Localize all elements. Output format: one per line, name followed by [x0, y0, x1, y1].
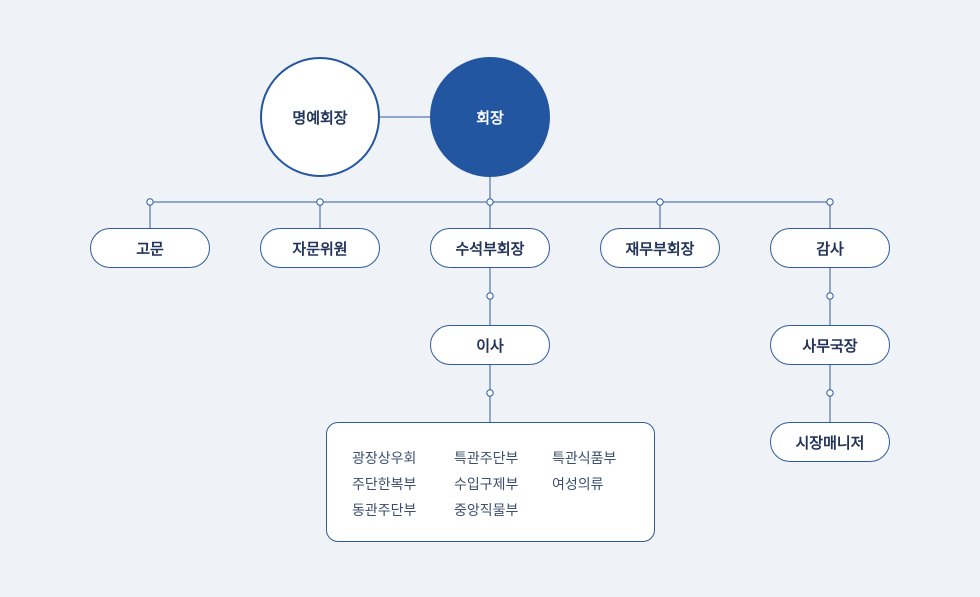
honorary-chairman-node: 명예회장 [260, 57, 380, 177]
junction-dot [656, 198, 664, 206]
chairman-node: 회장 [430, 57, 550, 177]
junction-dot [826, 389, 834, 397]
node-label: 이사 [476, 336, 504, 355]
advisor-node: 고문 [90, 228, 210, 268]
node-label: 시장매니저 [795, 433, 865, 452]
node-label: 사무국장 [802, 336, 858, 355]
auditor-node: 감사 [770, 228, 890, 268]
junction-dot [486, 198, 494, 206]
director-node: 이사 [430, 325, 550, 365]
departments-box: 광장상우회 특관주단부 특관식품부 주단한복부 수입구제부 여성의류 동관주단부… [326, 422, 655, 542]
node-label: 수석부회장 [455, 239, 525, 258]
advisory-committee-node: 자문위원 [260, 228, 380, 268]
department-label: 특관식품부 [552, 451, 617, 467]
junction-dot [826, 292, 834, 300]
department-label: 동관주단부 [352, 503, 417, 519]
junction-dot [826, 198, 834, 206]
finance-vice-chairman-node: 재무부회장 [600, 228, 720, 268]
junction-dot [486, 389, 494, 397]
node-label: 감사 [816, 239, 844, 258]
department-label: 주단한복부 [352, 477, 417, 493]
department-label: 특관주단부 [454, 451, 519, 467]
department-label: 광장상우회 [352, 451, 417, 467]
node-label: 재무부회장 [625, 239, 695, 258]
department-label: 여성의류 [552, 477, 604, 493]
node-label: 고문 [136, 239, 164, 258]
node-label: 회장 [476, 108, 504, 127]
node-label: 명예회장 [292, 108, 348, 127]
department-label: 수입구제부 [454, 477, 519, 493]
department-label: 중앙직물부 [454, 503, 519, 519]
junction-dot [316, 198, 324, 206]
secretary-general-node: 사무국장 [770, 325, 890, 365]
junction-dot [486, 292, 494, 300]
junction-dot [146, 198, 154, 206]
node-label: 자문위원 [292, 239, 348, 258]
senior-vice-chairman-node: 수석부회장 [430, 228, 550, 268]
market-manager-node: 시장매니저 [770, 422, 890, 462]
